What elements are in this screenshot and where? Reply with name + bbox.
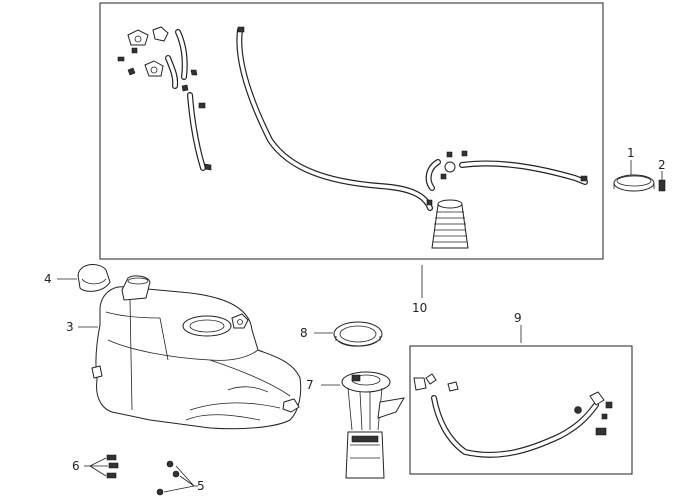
callout-7: 7 (306, 378, 314, 392)
callout-1: 1 (627, 146, 635, 160)
assembly-9-frame (409, 345, 633, 475)
short-vent-hoses (165, 29, 212, 171)
filler-cap (57, 264, 111, 292)
evap-line-assembly-group (99, 2, 604, 298)
callout-6: 6 (72, 459, 80, 473)
callout-4: 4 (44, 272, 52, 286)
fuel-line-assembly-group (409, 325, 633, 475)
tank-bolts (84, 454, 119, 479)
quick-connector-left (413, 377, 427, 391)
callout-9: 9 (514, 311, 522, 325)
clamp-bolt (658, 171, 666, 192)
canister-hoses (425, 150, 588, 206)
fuel-pump-module (321, 371, 405, 479)
connector-cluster (117, 26, 206, 109)
callout-8: 8 (300, 326, 308, 340)
lock-ring (314, 321, 383, 347)
long-vapor-line (236, 26, 433, 211)
strap-clamp (613, 160, 655, 192)
tank-nuts (156, 460, 198, 496)
callout-3: 3 (66, 320, 74, 334)
callout-2: 2 (658, 158, 666, 172)
charcoal-canister (431, 199, 469, 249)
fuel-tank (78, 275, 302, 430)
callout-10: 10 (412, 301, 427, 315)
callout-5: 5 (197, 479, 205, 493)
assembly-10-frame (99, 2, 604, 260)
